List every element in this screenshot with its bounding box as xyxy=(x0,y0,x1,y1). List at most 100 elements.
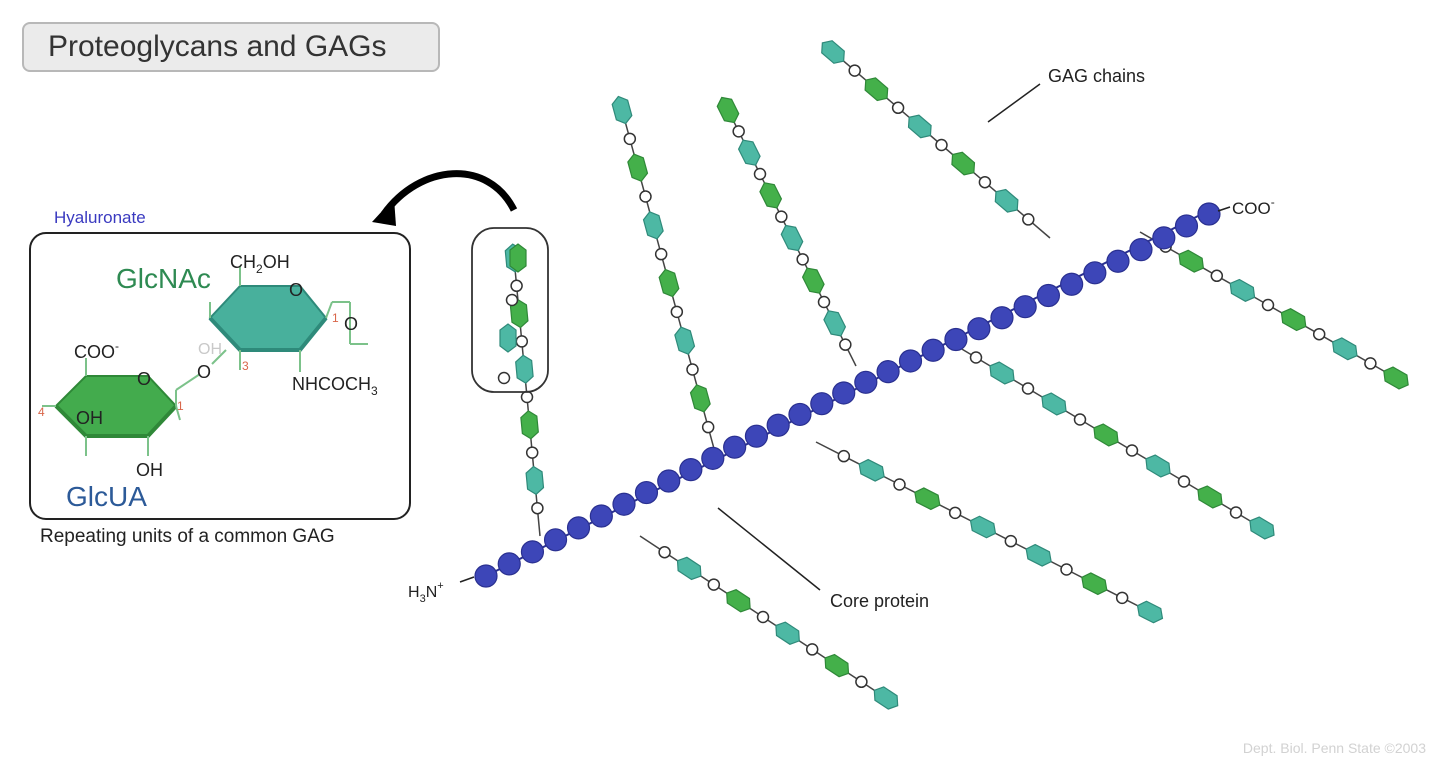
glcua-unit xyxy=(1093,423,1119,447)
linkage-oxygen xyxy=(837,449,851,463)
core-protein-residue xyxy=(854,370,878,394)
linkage-oxygen xyxy=(978,175,992,189)
linkage-oh-label: OH xyxy=(198,341,222,358)
linkage-oxygen xyxy=(805,643,819,656)
glcua-unit xyxy=(726,589,751,613)
curved-arrow-icon xyxy=(381,170,518,217)
gag-chain-upper-left xyxy=(611,95,717,457)
linkage-oxygen xyxy=(1210,269,1224,283)
glcnac-unit xyxy=(821,40,845,64)
ch2oh-label: CH2OH xyxy=(230,252,290,276)
glcua-unit xyxy=(914,487,941,511)
core-protein-residue xyxy=(810,392,834,416)
linkage-oxygen xyxy=(531,501,544,515)
linkage-oxygen xyxy=(623,132,637,146)
gag-chain-right xyxy=(949,341,1275,540)
gag-chain-bottom xyxy=(639,535,899,710)
core-protein-residue xyxy=(967,317,991,341)
inset-heading: Hyaluronate xyxy=(54,208,146,227)
glcua-unit xyxy=(801,267,825,294)
svg-text:COO-: COO- xyxy=(1232,195,1275,218)
glcnac-unit xyxy=(499,323,517,353)
glcua-unit xyxy=(1081,572,1108,596)
linkage-oxygen xyxy=(969,351,983,364)
inset-caption: Repeating units of a common GAG xyxy=(40,526,335,547)
glcua-unit xyxy=(658,268,680,298)
glcua-oh-label: OH xyxy=(76,408,103,428)
glcua-unit xyxy=(1197,485,1223,509)
repeating-unit-highlight xyxy=(471,227,549,393)
linkage-oxygen xyxy=(732,125,745,138)
linkage-oxygen xyxy=(701,420,715,434)
svg-text:H3N+: H3N+ xyxy=(408,580,444,605)
core-protein-residue xyxy=(1060,272,1084,296)
linkage-oxygen xyxy=(639,190,652,203)
glcua-unit xyxy=(1178,249,1205,273)
glcnac-unit xyxy=(823,310,847,337)
core-protein-residue xyxy=(1013,295,1037,319)
linkage-oxygen xyxy=(1261,298,1275,312)
glcua-unit xyxy=(509,243,527,273)
core-protein-residue xyxy=(1036,283,1061,308)
gag-chains-pointer xyxy=(987,83,1041,123)
glycosidic-oxygen: O xyxy=(197,362,211,382)
glcua-unit xyxy=(824,653,850,678)
core-protein-residue xyxy=(566,516,591,540)
linkage-oxygen xyxy=(848,64,861,77)
repeating-unit-sugars xyxy=(497,243,527,385)
gag-chain-far-right xyxy=(1139,231,1409,390)
glcua-oh-bottom-label: OH xyxy=(136,460,163,480)
gag-chain-upper-right xyxy=(821,40,1051,239)
gag-chain-highlighted xyxy=(504,243,545,537)
title-box: Proteoglycans and GAGs xyxy=(22,22,440,72)
linkage-oxygen xyxy=(505,293,519,307)
carbon-number-3: 3 xyxy=(242,359,249,373)
core-protein-residue xyxy=(723,435,747,459)
glcnac-unit xyxy=(775,621,800,645)
core-protein-residue xyxy=(1152,226,1176,250)
core-protein-residue xyxy=(1106,249,1130,273)
glcnac-unit xyxy=(994,188,1019,213)
glcnac-unit xyxy=(676,556,702,581)
glcua-unit xyxy=(1383,366,1409,390)
gag-chains xyxy=(497,40,1409,710)
footer-credit: Dept. Biol. Penn State ©2003 xyxy=(1242,740,1426,756)
core-protein-residue xyxy=(612,492,636,516)
glcnac-unit xyxy=(737,139,761,166)
linkage-oxygen xyxy=(753,167,767,181)
glcnac-unit xyxy=(611,95,633,125)
core-protein-residue xyxy=(1129,238,1153,262)
nhcoch3-label: NHCOCH3 xyxy=(292,374,378,398)
glcua-unit xyxy=(716,96,740,124)
linkage-oxygen xyxy=(796,253,809,266)
glcua-unit xyxy=(951,151,976,176)
glcnac-unit xyxy=(525,465,545,496)
glcnac-unit xyxy=(642,211,664,240)
glcnac-unit xyxy=(780,224,804,252)
linkage-oxygen xyxy=(855,675,868,689)
core-protein-residue xyxy=(657,469,681,493)
glcnac-unit xyxy=(1025,543,1052,567)
core-protein-residue xyxy=(520,540,545,564)
core-protein-residue xyxy=(474,564,498,588)
hyaluronate-inset: Hyaluronate Repeating units of a common … xyxy=(29,208,411,547)
linkage-oxygen xyxy=(525,446,539,459)
linkage-oxygen xyxy=(756,610,770,624)
core-protein-residue xyxy=(1083,261,1107,285)
core-protein-residue xyxy=(921,338,945,362)
glcnac-unit xyxy=(674,326,696,355)
linkage-oxygen xyxy=(1060,563,1073,576)
core-protein-residue xyxy=(1197,202,1221,226)
linkage-oxygen xyxy=(1364,357,1377,370)
linkage-oxygen xyxy=(1022,213,1035,226)
linkage-oxygen xyxy=(1125,444,1139,457)
carbon-number-4: 4 xyxy=(38,405,45,419)
linkage-oxygen xyxy=(654,247,668,261)
linkage-oxygen xyxy=(670,305,684,319)
linkage-oxygen xyxy=(1177,475,1191,488)
side-oxygen: O xyxy=(344,314,358,334)
linkage-oxygen xyxy=(1312,327,1326,341)
linkage-oxygen xyxy=(686,363,699,376)
gag-chains-label: GAG chains xyxy=(1048,66,1145,86)
